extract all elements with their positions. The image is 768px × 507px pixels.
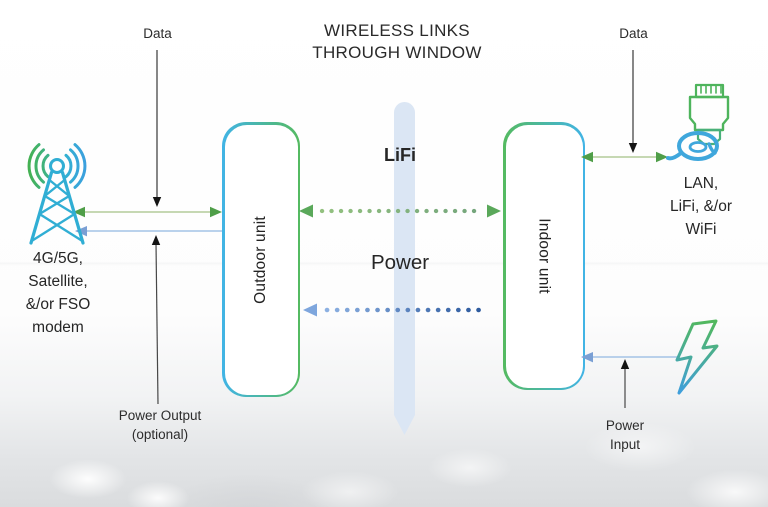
power-output-label: Power Output (optional) [118, 408, 202, 442]
data-arrow-right [628, 50, 638, 153]
modem-data-link [73, 206, 222, 218]
power-label: Power [370, 251, 430, 274]
diagram-title: WIRELESS LINKS THROUGH WINDOW [312, 21, 482, 62]
lan-data-link [581, 151, 668, 163]
indoor-unit-label: Indoor unit [535, 218, 553, 294]
outdoor-unit-box-fill: Outdoor unit [224, 124, 298, 395]
window-pane [394, 102, 415, 435]
mains-power-link [581, 352, 680, 363]
indoor-unit-box-fill: Indoor unit [505, 124, 583, 388]
power-output-arrow [151, 235, 161, 405]
data-label-right: Data [619, 26, 648, 41]
modem-label: 4G/5G, Satellite, &/or FSO modem [25, 250, 91, 336]
outdoor-unit-label: Outdoor unit [252, 215, 270, 304]
ethernet-cable-icon [666, 83, 730, 161]
lightning-bolt-icon [675, 319, 719, 395]
cell-tower-icon [27, 143, 87, 245]
power-input-arrow [620, 359, 630, 408]
indoor-unit-box: Indoor unit [503, 122, 585, 390]
modem-power-link [75, 226, 222, 237]
data-arrow-left [152, 50, 162, 207]
data-label-left: Data [143, 26, 172, 41]
outdoor-unit-box: Outdoor unit [222, 122, 300, 397]
lifi-label: LiFi [384, 145, 416, 165]
lan-label: LAN, LiFi, &/or WiFi [669, 175, 732, 238]
power-input-label: Power Input [605, 418, 645, 452]
power-dotted-arrow [303, 303, 483, 317]
